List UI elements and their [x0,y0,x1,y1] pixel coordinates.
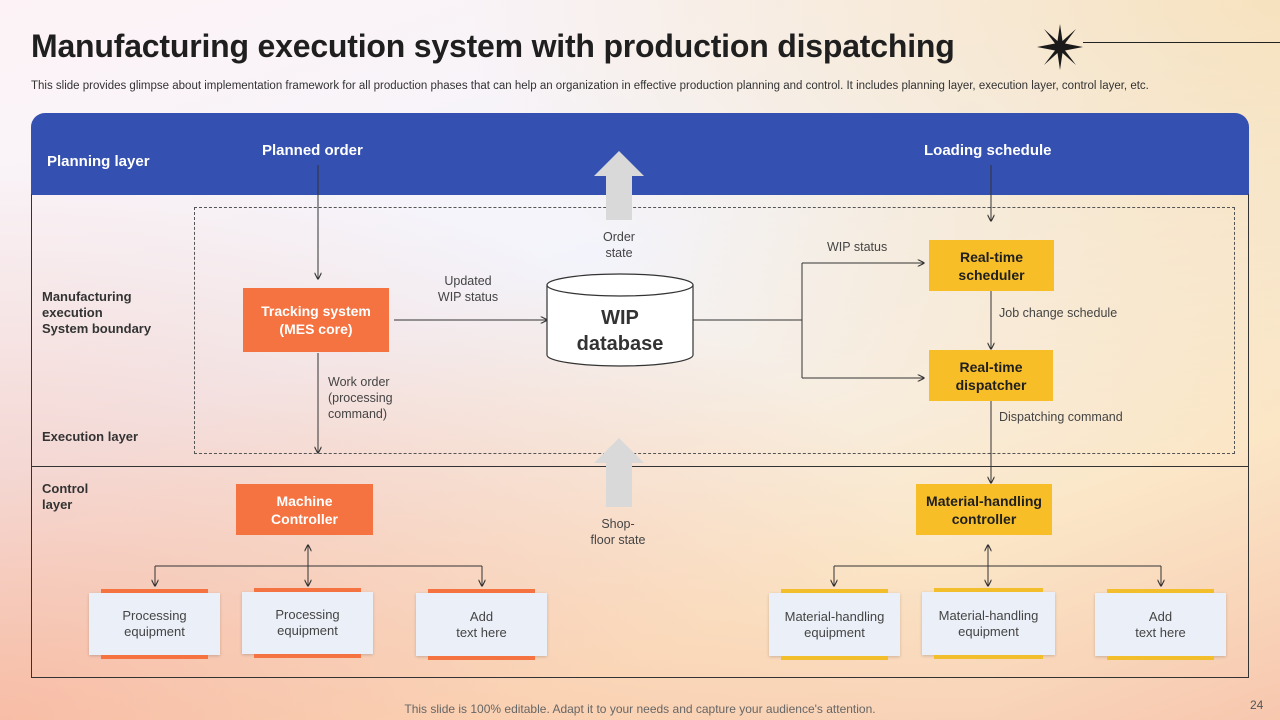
equipment-card: Processing equipment [242,588,373,658]
order-state-label: Order state [603,230,635,260]
work-order-label: Work order (processing command) [328,375,393,421]
equipment-card: Processing equipment [89,589,220,659]
planned-order-label: Planned order [262,142,363,159]
mes-boundary [194,207,1235,454]
mes-boundary-label: Manufacturing execution System boundary [42,289,152,336]
dispatching-command-label: Dispatching command [999,410,1123,424]
control-divider [31,466,1249,467]
footer-note: This slide is 100% editable. Adapt it to… [404,702,876,716]
starburst-icon [1037,24,1083,70]
planning-band [31,113,1249,195]
shop-floor-label: Shop- floor state [590,517,646,547]
execution-layer-label: Execution layer [42,429,139,444]
equipment-card: Add text here [1095,589,1226,660]
job-change-label: Job change schedule [999,306,1118,320]
equipment-card: Material-handling equipment [769,589,900,660]
layers-outline [31,194,1249,678]
equipment-card: Material-handling equipment [922,588,1055,659]
page-number: 24 [1250,698,1264,712]
decor-line [1083,42,1280,43]
control-layer-label: Control layer [42,481,89,512]
page-title: Manufacturing execution system with prod… [31,28,955,64]
updated-wip-label: Updated WIP status [437,274,499,304]
loading-schedule-label: Loading schedule [924,142,1052,159]
machine-controller-node: Machine Controller [236,484,373,535]
equipment-card: Add text here [416,589,547,660]
page-subtitle: This slide provides glimpse about implem… [31,80,1149,92]
real-time-dispatcher-node: Real-time dispatcher [929,350,1053,401]
real-time-scheduler-node: Real-time scheduler [929,240,1054,291]
tracking-system-node: Tracking system (MES core) [243,288,389,352]
wip-status-label: WIP status [827,240,888,254]
planning-layer-label: Planning layer [47,153,150,170]
wip-database: WIP database [576,307,664,355]
material-handling-controller-node: Material-handling controller [916,484,1052,535]
